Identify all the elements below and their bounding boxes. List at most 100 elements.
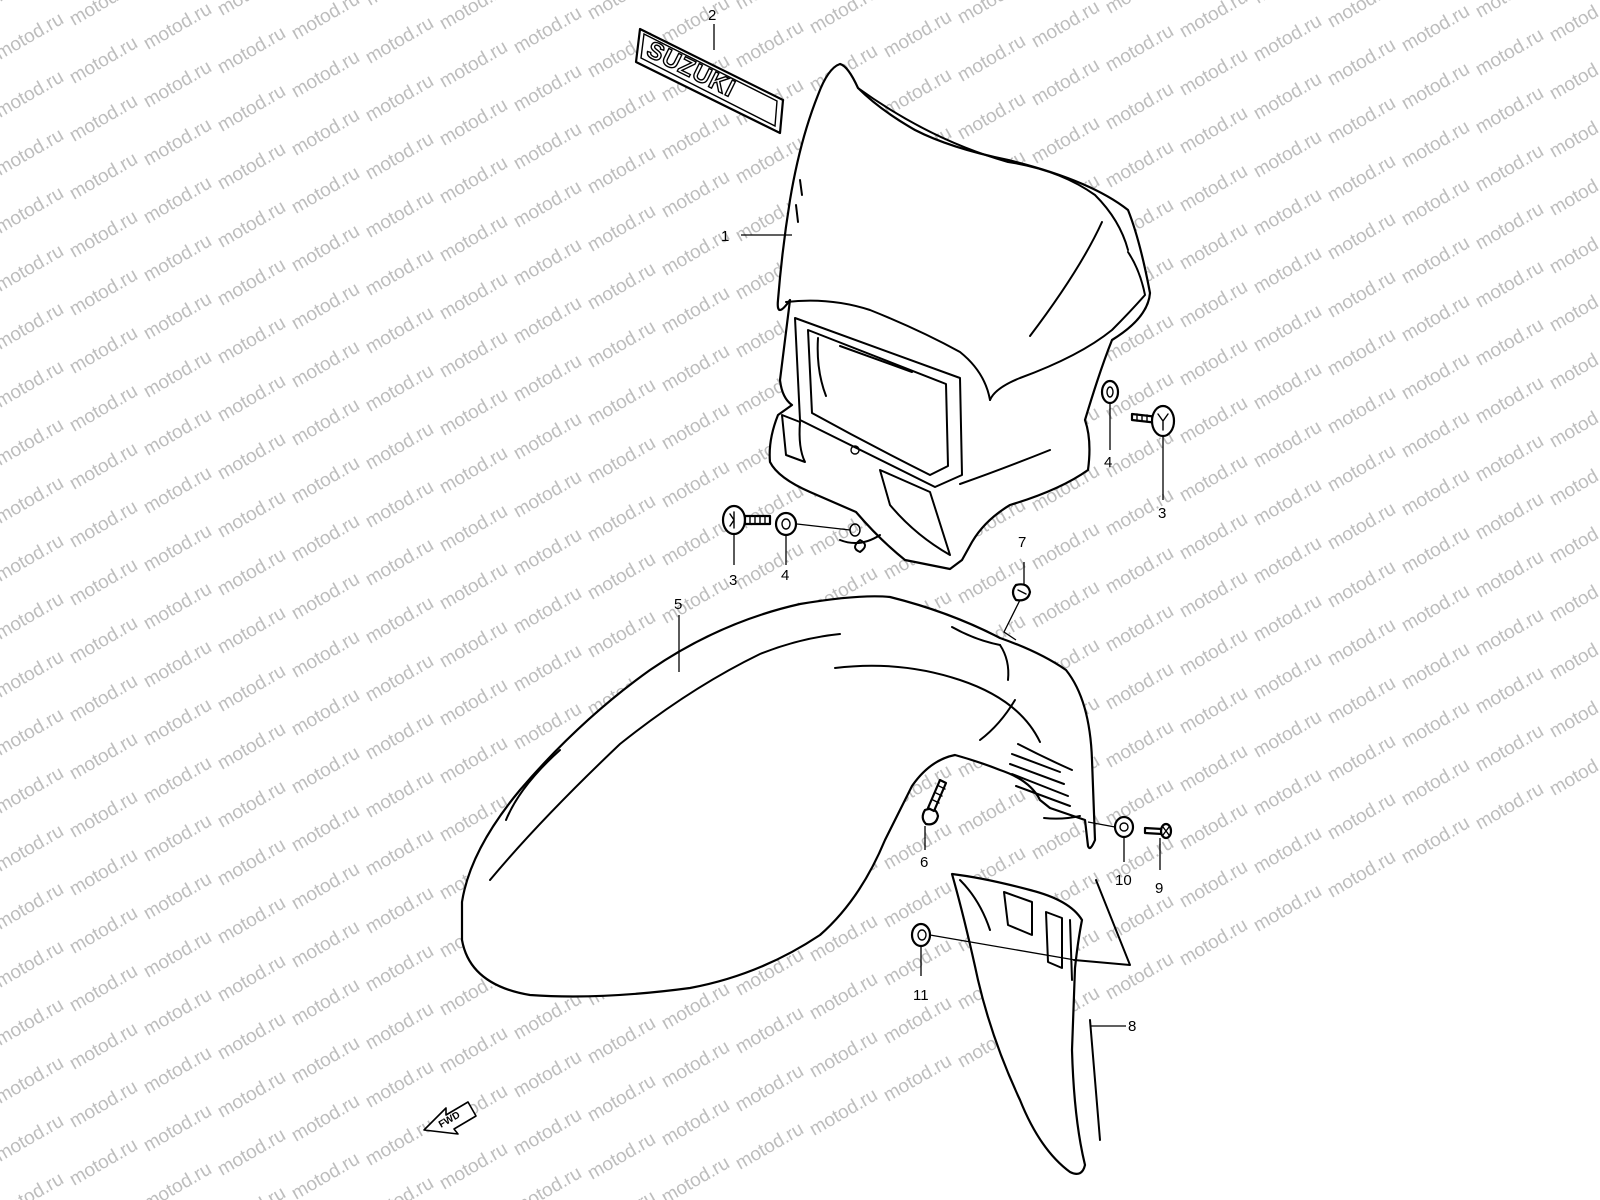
watermark-text: motod.ru [140, 405, 215, 461]
watermark-text: motod.ru [66, 961, 141, 1017]
watermark-text: motod.ru [214, 835, 289, 891]
watermark-text: motod.ru [140, 985, 215, 1041]
watermark-text: motod.ru [0, 1111, 67, 1167]
watermark-text: motod.ru [140, 579, 215, 635]
watermark-text: motod.ru [1472, 141, 1547, 197]
watermark-text: motod.ru [1546, 49, 1600, 105]
watermark-text: motod.ru [1102, 775, 1177, 831]
watermark-text: motod.ru [1472, 431, 1547, 487]
watermark-text: motod.ru [1324, 615, 1399, 671]
watermark-text: motod.ru [1176, 625, 1251, 681]
watermark-text: motod.ru [140, 347, 215, 403]
watermark-text: motod.ru [1324, 93, 1399, 149]
watermark-text: motod.ru [0, 241, 67, 297]
watermark-text: motod.ru [214, 429, 289, 485]
watermark-text: motod.ru [140, 1043, 215, 1099]
watermark-text: motod.ru [658, 1037, 733, 1093]
watermark-text: motod.ru [954, 785, 1029, 841]
watermark-text: motod.ru [66, 439, 141, 495]
watermark-text: motod.ru [1324, 731, 1399, 787]
watermark-text: motod.ru [1324, 789, 1399, 845]
watermark-text: motod.ru [362, 245, 437, 301]
watermark-text: motod.ru [732, 0, 807, 14]
watermark-text: motod.ru [1546, 223, 1600, 279]
callout-3-right: 3 [1158, 505, 1166, 522]
watermark-text: motod.ru [1324, 557, 1399, 613]
watermark-text: motod.ru [510, 293, 585, 349]
watermark-text: motod.ru [0, 647, 67, 703]
watermark-text: motod.ru [1324, 441, 1399, 497]
watermark-text: motod.ru [66, 845, 141, 901]
watermark-text: motod.ru [1176, 683, 1251, 739]
watermark-text: motod.ru [584, 1071, 659, 1127]
watermark-text: motod.ru [510, 119, 585, 175]
watermark-text: motod.ru [1324, 673, 1399, 729]
watermark-text: motod.ru [658, 399, 733, 455]
watermark-text: motod.ru [584, 1187, 659, 1200]
watermark-text: motod.ru [1546, 455, 1600, 511]
watermark-text: motod.ru [732, 1003, 807, 1059]
watermark-text: motod.ru [1250, 823, 1325, 879]
watermark-text: motod.ru [140, 289, 215, 345]
watermark-text: motod.ru [1398, 813, 1473, 869]
bolt-6 [921, 778, 948, 826]
watermark-text: motod.ru [1398, 465, 1473, 521]
watermark-text: motod.ru [1472, 0, 1547, 22]
watermark-text: motod.ru [1102, 949, 1177, 1005]
watermark-text: motod.ru [436, 37, 511, 93]
watermark-text: motod.ru [66, 497, 141, 553]
watermark-text: motod.ru [66, 1077, 141, 1133]
watermark-text: motod.ru [436, 95, 511, 151]
watermark-text: motod.ru [1176, 277, 1251, 333]
watermark-text: motod.ru [954, 89, 1029, 145]
watermark-text: motod.ru [362, 1173, 437, 1200]
callout-3-left: 3 [729, 572, 737, 589]
watermark-text: motod.ru [1398, 581, 1473, 637]
watermark-text: motod.ru [510, 409, 585, 465]
watermark-text: motod.ru [1250, 69, 1325, 125]
watermark-text: motod.ru [1546, 687, 1600, 743]
watermark-text: motod.ru [362, 825, 437, 881]
watermark-text: motod.ru [1398, 175, 1473, 231]
watermark-text: motod.ru [510, 583, 585, 639]
watermark-text: motod.ru [1546, 281, 1600, 337]
watermark-text: motod.ru [362, 0, 437, 10]
watermark-text: motod.ru [288, 105, 363, 161]
watermark-text: motod.ru [436, 327, 511, 383]
grommet-left [774, 511, 798, 537]
watermark-text: motod.ru [510, 467, 585, 523]
watermark-text: motod.ru [436, 617, 511, 673]
watermark-text: motod.ru [436, 385, 511, 441]
watermark-text: motod.ru [362, 593, 437, 649]
watermark-text: motod.ru [584, 317, 659, 373]
watermark-text: motod.ru [1546, 629, 1600, 685]
watermark-text: motod.ru [510, 641, 585, 697]
watermark-text: motod.ru [66, 1019, 141, 1075]
watermark-text: motod.ru [1546, 339, 1600, 395]
watermark-text: motod.ru [288, 1033, 363, 1089]
watermark-text: motod.ru [66, 91, 141, 147]
watermark-text: motod.ru [214, 545, 289, 601]
watermark-text: motod.ru [436, 0, 511, 34]
watermark-text: motod.ru [288, 975, 363, 1031]
watermark-text: motod.ru [1398, 1, 1473, 57]
watermark-text: motod.ru [66, 323, 141, 379]
watermark-text: motod.ru [214, 23, 289, 79]
watermark-text: motod.ru [1324, 151, 1399, 207]
watermark-text: motod.ru [1398, 755, 1473, 811]
watermark-text: motod.ru [214, 661, 289, 717]
watermark-text: motod.ru [806, 0, 881, 38]
watermark-text: motod.ru [584, 259, 659, 315]
watermark-text: motod.ru [66, 729, 141, 785]
watermark-text: motod.ru [362, 187, 437, 243]
watermark-text: motod.ru [658, 283, 733, 339]
watermark-text: motod.ru [436, 1023, 511, 1079]
watermark-text: motod.ru [1028, 113, 1103, 169]
callout-4-left: 4 [781, 567, 789, 584]
watermark-text: motod.ru [362, 709, 437, 765]
watermark-text: motod.ru [362, 419, 437, 475]
watermark-text: motod.ru [214, 371, 289, 427]
watermark-text: motod.ru [288, 395, 363, 451]
watermark-text: motod.ru [880, 7, 955, 63]
watermark-text: motod.ru [0, 67, 67, 123]
